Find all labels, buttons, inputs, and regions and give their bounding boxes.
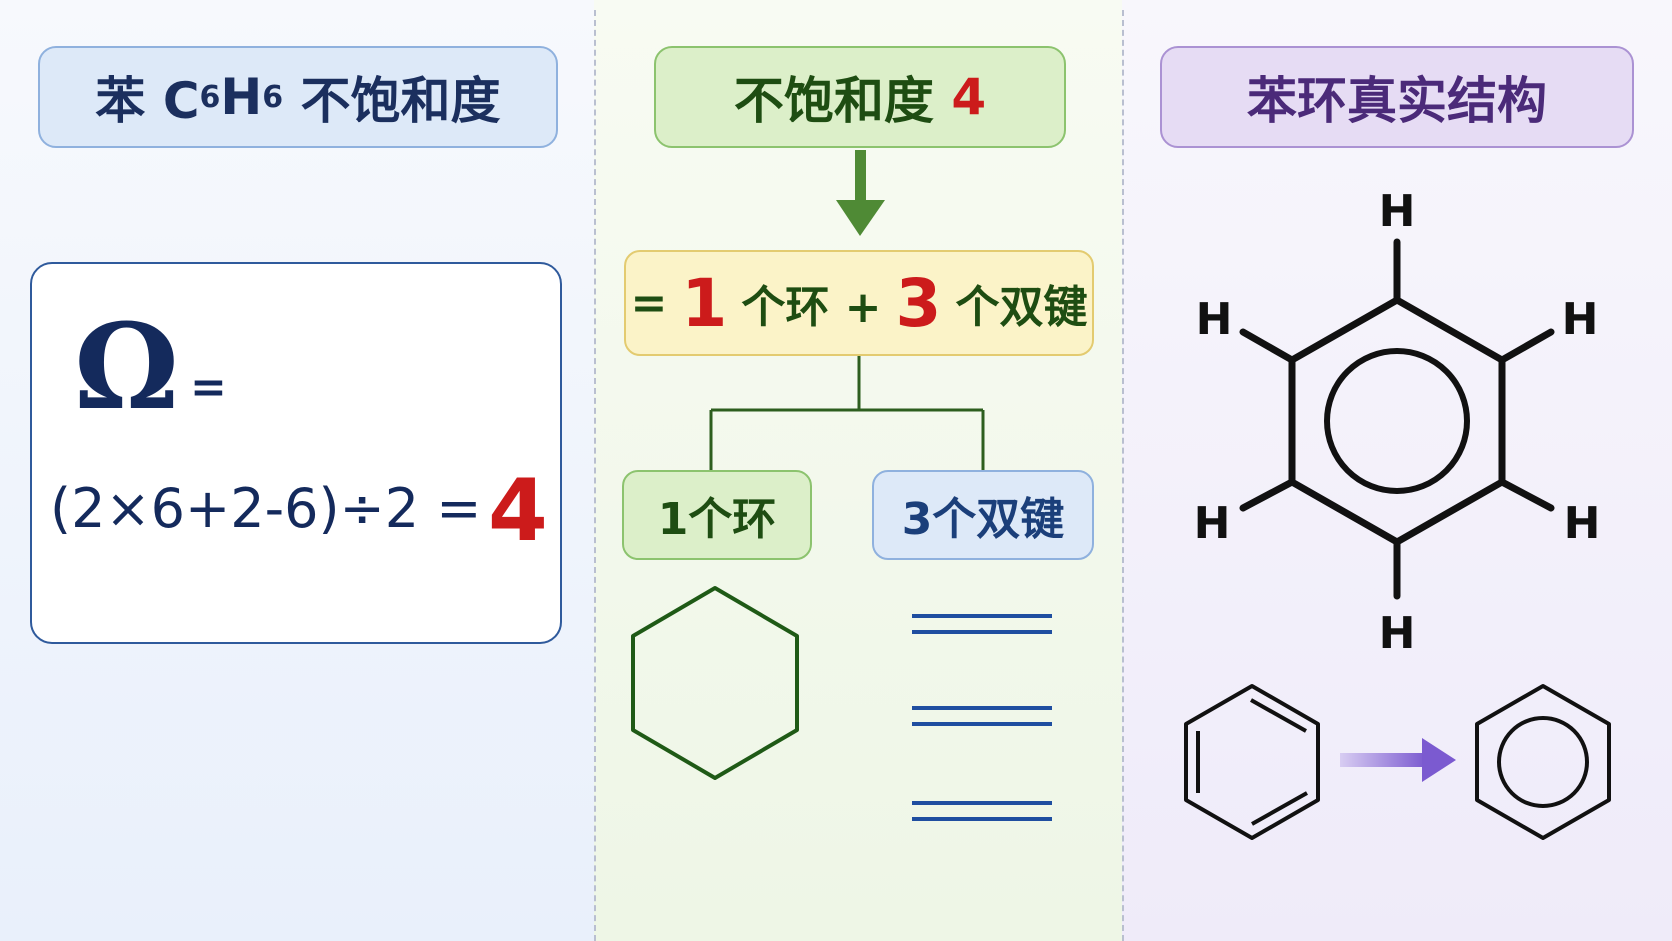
formula-box: Ω = (2×6+2-6)÷2 = 4 — [30, 262, 562, 644]
hydrogen-subscript: 6 — [262, 79, 284, 115]
h-atom-top: H — [1379, 186, 1416, 237]
carbon-subscript: 6 — [199, 79, 221, 115]
benzene-kekule-icon — [1184, 684, 1320, 840]
omega-equals: = — [190, 362, 227, 413]
eq-ring-label: 个环 + — [741, 282, 882, 333]
header-suffix: 不饱和度 — [283, 72, 501, 130]
right-arrow-icon — [1340, 738, 1456, 782]
tree-connector — [709, 356, 985, 470]
benzene-structure: H H H H H H — [1194, 186, 1601, 659]
h-atom-bottom-left: H — [1194, 498, 1231, 549]
eq-double-label: 个双键 — [955, 282, 1088, 333]
formula-expression: (2×6+2-6)÷2 = — [50, 477, 482, 540]
formula-result: 4 — [488, 461, 548, 561]
divider-left — [594, 10, 596, 941]
double-bond-icon — [912, 614, 1052, 821]
eq-ring-count: 1 — [681, 264, 728, 342]
h-atom-top-left: H — [1196, 294, 1233, 345]
h-atom-bottom: H — [1379, 608, 1416, 659]
header-text: 不饱和度 — [733, 72, 952, 130]
header-h: H — [220, 68, 263, 126]
eq-double-count: 3 — [895, 264, 942, 342]
divider-right — [1122, 10, 1124, 941]
h-atom-top-right: H — [1562, 294, 1599, 345]
ring-count-box: 1个环 — [622, 470, 812, 560]
eq-prefix: = — [630, 277, 668, 329]
down-arrow-icon — [836, 150, 885, 236]
unsaturation-degree-header: 不饱和度 4 — [654, 46, 1066, 148]
double-bond-count-box: 3个双键 — [872, 470, 1094, 560]
benzene-structure-header: 苯环真实结构 — [1160, 46, 1634, 148]
decomposition-equation: = 1 个环 + 3 个双键 — [624, 250, 1094, 356]
header-prefix: 苯 C — [95, 72, 200, 130]
hexagon-ring-icon — [631, 586, 799, 780]
omega-symbol: Ω — [74, 297, 180, 436]
benzene-circle-icon — [1475, 684, 1611, 840]
h-atom-bottom-right: H — [1564, 498, 1601, 549]
header-value: 4 — [951, 68, 987, 126]
